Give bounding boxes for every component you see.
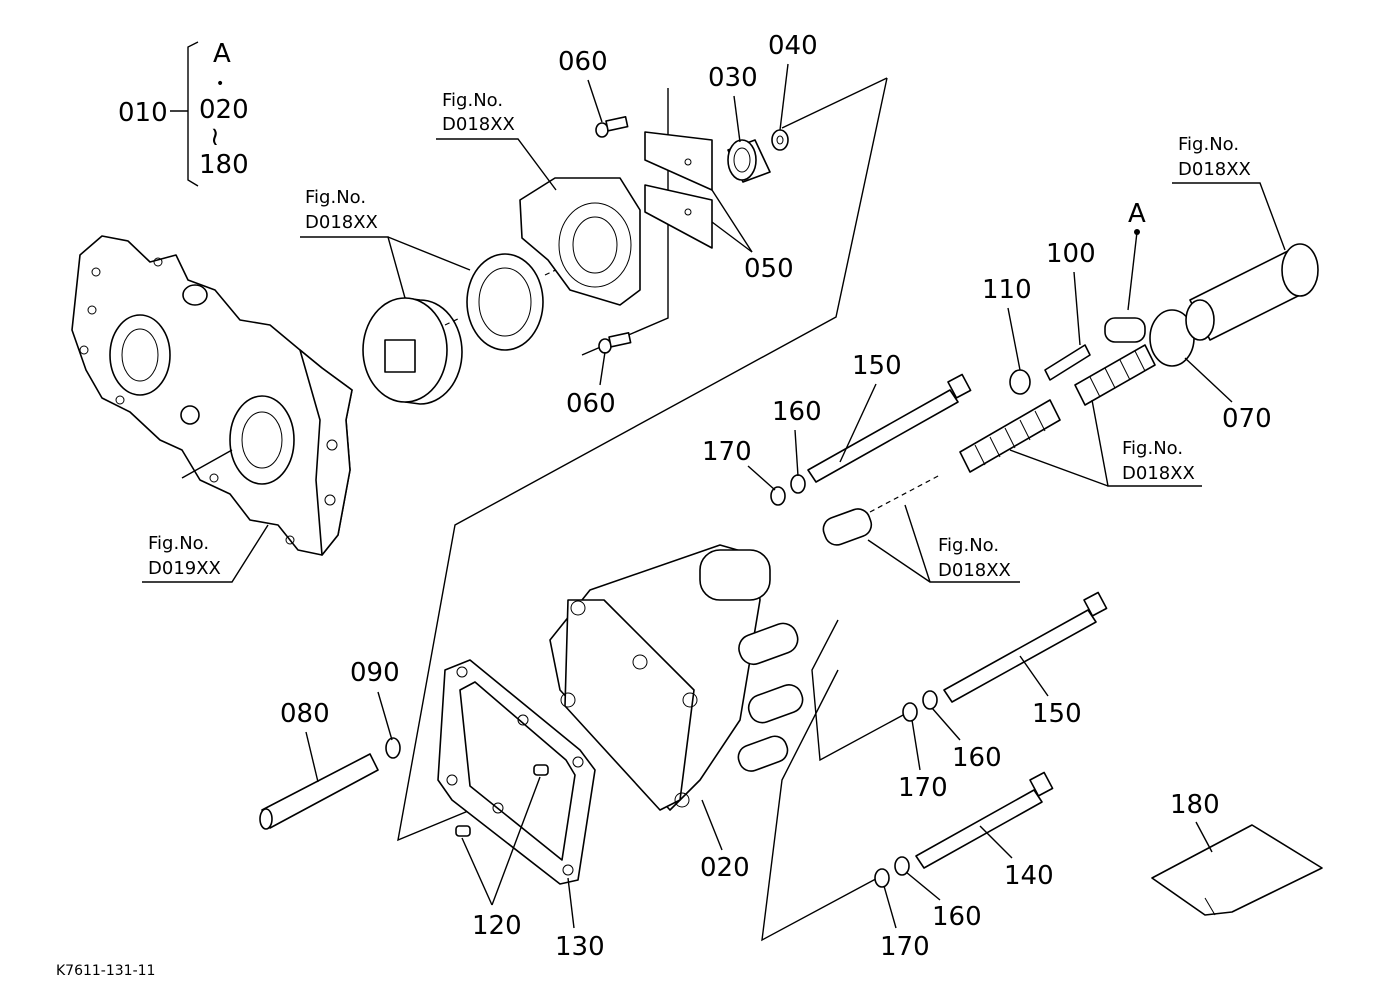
- callout-label: 150: [852, 351, 902, 381]
- shaft: [259, 753, 379, 830]
- callout-160-lower: 160: [905, 871, 982, 932]
- drum-assembly: [362, 253, 561, 405]
- fig-ref-1: Fig.No. D018XX: [436, 90, 557, 191]
- callout-130: 130: [555, 877, 605, 962]
- callout-050: 050: [711, 189, 794, 284]
- fig-ref-2-title: Fig.No.: [305, 187, 366, 208]
- callout-label: 160: [952, 743, 1002, 773]
- fig-ref-2-number: D018XX: [305, 212, 378, 233]
- callout-170-lower: 170: [880, 885, 930, 962]
- callout-label: 120: [472, 911, 522, 941]
- fig-ref-1-title: Fig.No.: [442, 90, 503, 111]
- callout-label: 170: [702, 437, 752, 467]
- callout-label: 150: [1032, 699, 1082, 729]
- o-ring-090: [385, 737, 401, 759]
- callout-label: 170: [880, 932, 930, 962]
- callout-label: 130: [555, 932, 605, 962]
- callout-label: 110: [982, 275, 1032, 305]
- callout-060-bottom: 060: [566, 351, 616, 419]
- thrust-washer: [771, 129, 789, 151]
- plug: [1104, 317, 1146, 343]
- shims: [644, 131, 713, 249]
- callout-150-upper: 150: [839, 351, 902, 463]
- bracket-item-tilde: ≀: [210, 122, 220, 152]
- callout-label: 180: [1170, 790, 1220, 820]
- fig-ref-2: Fig.No. D018XX: [300, 187, 471, 299]
- callout-160-middle: 160: [931, 707, 1002, 773]
- callout-label: 060: [558, 47, 608, 77]
- callout-170-middle: 170: [898, 719, 948, 803]
- cylinder-sleeve: [1185, 243, 1319, 341]
- fig-ref-3: Fig.No. D018XX: [1172, 134, 1286, 251]
- fig-ref-5-number: D018XX: [938, 560, 1011, 581]
- callout-080: 080: [280, 699, 330, 783]
- callout-110: 110: [982, 275, 1032, 371]
- needle-bearing: [727, 139, 771, 183]
- callout-100: 100: [1046, 239, 1096, 346]
- callout-label: 160: [932, 902, 982, 932]
- callout-label: 090: [350, 658, 400, 688]
- diagram-id: K7611-131-11: [56, 963, 155, 979]
- callout-150-lower: 150: [1019, 655, 1082, 729]
- bracket-item-dot: •: [216, 76, 224, 92]
- spool: [822, 474, 941, 546]
- spring-large: [959, 399, 1061, 473]
- callout-040: 040: [768, 31, 818, 131]
- callout-060-top: 060: [558, 47, 608, 123]
- callout-label: 060: [566, 389, 616, 419]
- bracket-item-a: A: [213, 39, 231, 69]
- fig-ref-6: Fig.No. D019XX: [142, 524, 269, 583]
- callout-090: 090: [350, 658, 400, 741]
- callout-140: 140: [979, 825, 1054, 891]
- fig-ref-6-number: D019XX: [148, 558, 221, 579]
- assembly-bracket: 010 A • 020 ≀ 180: [118, 39, 249, 187]
- callout-030: 030: [708, 63, 758, 143]
- bolt-140: [874, 771, 1054, 888]
- lock-nut: [1009, 369, 1031, 395]
- callout-160-upper: 160: [772, 397, 822, 477]
- fig-ref-4-number: D018XX: [1122, 463, 1195, 484]
- connector-a-label: A: [1128, 199, 1146, 229]
- callout-180: 180: [1170, 790, 1220, 853]
- callout-label: 140: [1004, 861, 1054, 891]
- callout-120: 120: [461, 776, 541, 941]
- callout-label: 050: [744, 254, 794, 284]
- transmission-case: [71, 235, 353, 556]
- fig-ref-1-number: D018XX: [442, 114, 515, 135]
- callout-170-upper: 170: [702, 437, 776, 491]
- fig-ref-4-title: Fig.No.: [1122, 438, 1183, 459]
- callout-label: 160: [772, 397, 822, 427]
- bracket-item-020: 020: [199, 95, 249, 125]
- fig-ref-3-number: D018XX: [1178, 159, 1251, 180]
- bracket-item-180: 180: [199, 150, 249, 180]
- valve-body: [549, 544, 804, 811]
- adjusting-screw: [1044, 344, 1091, 381]
- callout-020: 020: [700, 799, 750, 883]
- fig-ref-3-title: Fig.No.: [1178, 134, 1239, 155]
- fig-ref-4: Fig.No. D018XX: [1009, 399, 1202, 487]
- label-sheet: [1151, 824, 1323, 916]
- bearing-housing: [519, 177, 641, 306]
- callout-label: 170: [898, 773, 948, 803]
- dowel-pins: [455, 764, 549, 837]
- callout-label: 020: [700, 853, 750, 883]
- assembly-number: 010: [118, 98, 168, 128]
- fig-ref-5-title: Fig.No.: [938, 535, 999, 556]
- callout-label: 100: [1046, 239, 1096, 269]
- callout-label: 030: [708, 63, 758, 93]
- spring-small: [1074, 344, 1156, 406]
- fig-ref-5: Fig.No. D018XX: [867, 504, 1020, 583]
- connector-a: A: [1127, 199, 1146, 311]
- callout-label: 080: [280, 699, 330, 729]
- gasket: [437, 659, 596, 885]
- fig-ref-6-title: Fig.No.: [148, 533, 209, 554]
- callout-label: 040: [768, 31, 818, 61]
- callout-label: 070: [1222, 404, 1272, 434]
- callout-070: 070: [1184, 357, 1272, 434]
